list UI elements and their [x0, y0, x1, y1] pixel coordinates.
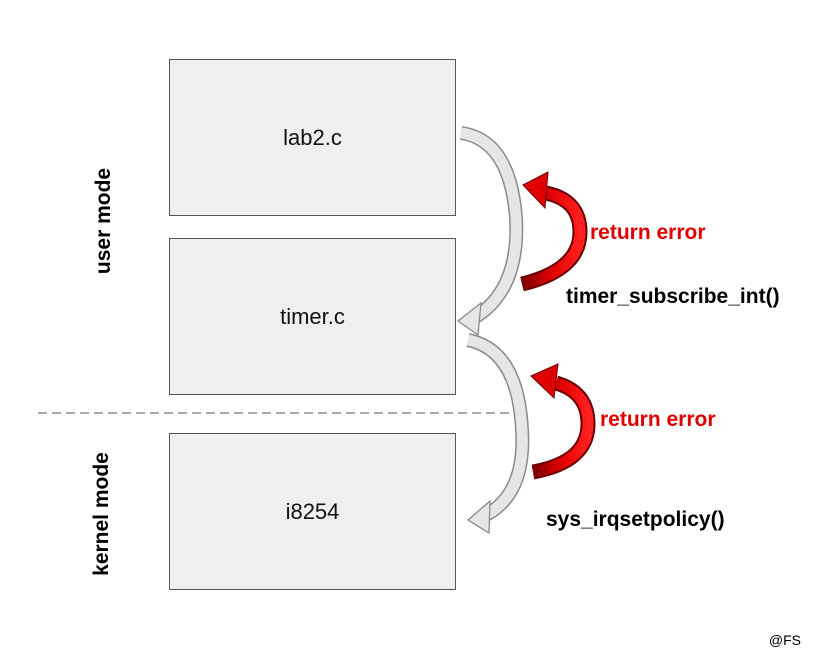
timer-label: timer.c: [280, 303, 345, 329]
sys-irqsetpolicy-label: sys_irqsetpolicy(): [546, 508, 725, 531]
call-arrow-lab2-to-timer: [456, 126, 524, 337]
return-error-label-2: return error: [600, 408, 716, 431]
return-error-label-1: return error: [590, 221, 706, 244]
lab2-label: lab2.c: [283, 124, 342, 150]
kernel-mode-label: kernel mode: [90, 452, 113, 576]
timer-subscribe-int-label: timer_subscribe_int(): [566, 285, 780, 308]
lab2-box: lab2.c: [169, 59, 456, 216]
error-arrow-2: [530, 363, 596, 480]
i8254-label: i8254: [285, 498, 340, 524]
credit-label: @FS: [768, 632, 801, 648]
user-mode-label: user mode: [92, 167, 115, 275]
error-arrow-1: [520, 171, 588, 292]
i8254-box: i8254: [169, 433, 456, 590]
timer-box: timer.c: [169, 238, 456, 395]
call-arrow-timer-to-i8254: [466, 333, 530, 535]
